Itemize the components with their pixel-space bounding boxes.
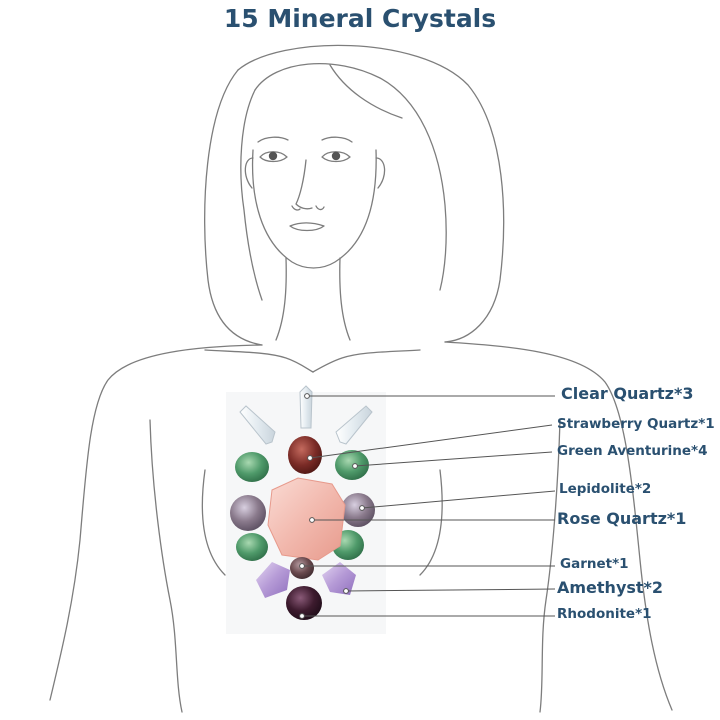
label-garnet: Garnet*1 [560,556,629,572]
label-amethyst: Amethyst*2 [557,578,664,597]
label-clear-quartz: Clear Quartz*3 [561,384,694,403]
page-title: 15 Mineral Crystals [223,4,497,33]
lepidolite-stones [230,493,375,531]
label-green-aventurine: Green Aventurine*4 [557,443,708,459]
label-rose-quartz: Rose Quartz*1 [557,509,687,528]
rhodonite-stone [286,586,322,620]
amethyst-stones [256,562,356,598]
eyes [268,151,341,161]
clear-quartz-crystals [239,385,373,445]
label-strawberry-quartz: Strawberry Quartz*1 [557,416,715,432]
leader-lines [299,393,556,619]
body-outline [49,44,673,713]
label-rhodonite: Rhodonite*1 [557,606,652,622]
strawberry-quartz-stone [288,436,322,474]
label-lepidolite: Lepidolite*2 [559,481,652,497]
rose-quartz-stone [267,477,346,561]
